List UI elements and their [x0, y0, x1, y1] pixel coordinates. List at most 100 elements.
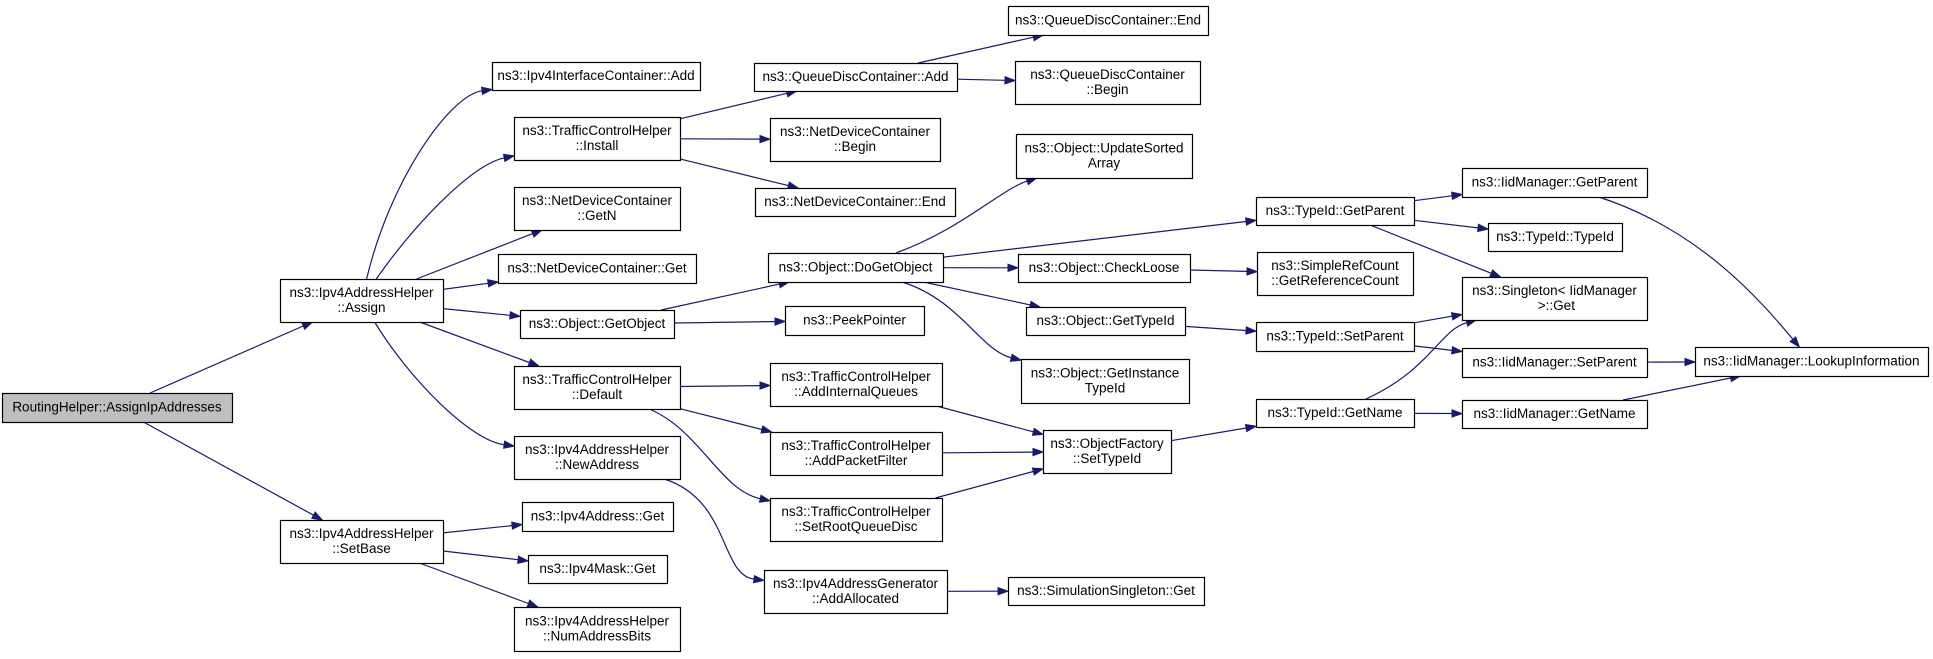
- edge-line: [1413, 219, 1479, 229]
- edge-line: [917, 36, 1034, 64]
- node-typeid-getname[interactable]: ns3::TypeId::GetName: [1255, 398, 1416, 429]
- node-label: ns3::IidManager::GetName: [1473, 406, 1635, 421]
- edge-tch_addpacketfilter-to-objfactory_settypeid: [941, 447, 1045, 457]
- node-label: ::NewAddress: [555, 457, 639, 472]
- node-simplerefcount-getrefcount[interactable]: ns3::SimpleRefCount::GetReferenceCount: [1256, 251, 1415, 297]
- edge-line: [673, 321, 776, 324]
- node-iidm-getname[interactable]: ns3::IidManager::GetName: [1461, 399, 1649, 430]
- node-label: ns3::TypeId::GetName: [1267, 405, 1402, 420]
- node-tch-setrootqueuedisc[interactable]: ns3::TrafficControlHelper::SetRootQueueD…: [769, 497, 944, 543]
- edge-line: [375, 157, 505, 280]
- node-label: ns3::TypeId::TypeId: [1496, 229, 1614, 244]
- node-typeid-typeid[interactable]: ns3::TypeId::TypeId: [1487, 222, 1624, 253]
- edge-line: [679, 385, 761, 388]
- node-ipv4ah-newaddress[interactable]: ns3::Ipv4AddressHelper::NewAddress: [513, 435, 682, 481]
- edge-typeid_setparent-to-iidm_setparent: [1413, 345, 1464, 355]
- node-label: ns3::NetDeviceContainer::End: [764, 194, 946, 209]
- node-typeid-getparent[interactable]: ns3::TypeId::GetParent: [1255, 196, 1416, 227]
- edge-arrowhead: [1451, 191, 1464, 201]
- node-singleton-get[interactable]: ns3::Singleton< IidManager >::Get: [1461, 276, 1649, 322]
- node-tch-addinternalqueues[interactable]: ns3::TrafficControlHelper::AddInternalQu…: [769, 362, 944, 408]
- edge-arrowhead: [1245, 326, 1258, 335]
- edge-typeid_getparent-to-typeid_typeid: [1413, 219, 1490, 233]
- node-label: ns3::Ipv4Mask::Get: [539, 561, 656, 576]
- node-objfactory-settypeid[interactable]: ns3::ObjectFactory::SetTypeId: [1042, 429, 1173, 475]
- edge-line: [664, 478, 755, 580]
- node-label: >::Get: [1534, 298, 1575, 313]
- node-label: ns3::NetDeviceContainer::Get: [507, 261, 687, 276]
- node-ndc-get[interactable]: ns3::NetDeviceContainer::Get: [497, 253, 698, 285]
- edge-tch_install-to-ndc_end: [679, 158, 800, 190]
- node-routing[interactable]: RoutingHelper::AssignIpAddresses: [1, 392, 234, 424]
- edge-ipv4ah_newaddress-to-ipv4ag_addallocated: [664, 478, 766, 584]
- node-box: [1461, 347, 1649, 379]
- node-ipv4ah-assign[interactable]: ns3::Ipv4AddressHelper::Assign: [279, 278, 445, 324]
- node-iidm-setparent[interactable]: ns3::IidManager::SetParent: [1461, 347, 1649, 379]
- node-qdc-end[interactable]: ns3::QueueDiscContainer::End: [1007, 5, 1210, 37]
- node-label: ns3::Object::CheckLoose: [1029, 260, 1180, 275]
- node-box: [753, 62, 959, 93]
- node-ipv4ah-numaddressbits[interactable]: ns3::Ipv4AddressHelper::NumAddressBits: [513, 606, 682, 653]
- node-qdc-begin[interactable]: ns3::QueueDiscContainer::Begin: [1014, 60, 1202, 106]
- node-label: ::GetN: [577, 208, 616, 223]
- node-box: [1007, 576, 1206, 607]
- node-peekpointer[interactable]: ns3::PeekPointer: [784, 305, 926, 337]
- node-ipv4ag-addallocated[interactable]: ns3::Ipv4AddressGenerator::AddAllocated: [763, 569, 949, 615]
- edge-arrowhead: [758, 494, 772, 503]
- node-obj-dogetobject[interactable]: ns3::Object::DoGetObject: [767, 252, 945, 284]
- edge-line: [1369, 224, 1492, 274]
- node-ndc-getn[interactable]: ns3::NetDeviceContainer::GetN: [513, 186, 682, 232]
- node-box: [769, 362, 944, 408]
- node-label: ns3::TypeId::SetParent: [1266, 329, 1404, 344]
- node-label: ns3::SimulationSingleton::Get: [1017, 583, 1195, 598]
- node-ipv4addr-get[interactable]: ns3::Ipv4Address::Get: [521, 501, 675, 533]
- edge-obj_dogetobject-to-obj_updatesortedarray: [895, 177, 1039, 254]
- node-label: Array: [1088, 156, 1121, 171]
- node-label: ns3::Ipv4InterfaceContainer::Add: [497, 68, 694, 83]
- node-obj-checkloose[interactable]: ns3::Object::CheckLoose: [1017, 253, 1192, 284]
- node-iidm-lookupinformation[interactable]: ns3::IidManager::LookupInformation: [1694, 346, 1930, 378]
- node-iidm-getparent[interactable]: ns3::IidManager::GetParent: [1461, 167, 1649, 199]
- node-qdc-add[interactable]: ns3::QueueDiscContainer::Add: [753, 62, 959, 93]
- node-label: ns3::Ipv4AddressHelper: [289, 285, 434, 300]
- edge-line: [442, 282, 489, 290]
- node-tch-install[interactable]: ns3::TrafficControlHelper::Install: [513, 116, 682, 162]
- edge-tch_default-to-tch_setrootqueuedisc: [648, 408, 772, 503]
- edge-arrowhead: [1032, 447, 1045, 457]
- node-ipv4ah-setbase[interactable]: ns3::Ipv4AddressHelper::SetBase: [279, 519, 445, 565]
- edge-arrowhead: [481, 86, 494, 96]
- node-tch-addpacketfilter[interactable]: ns3::TrafficControlHelper::AddPacketFilt…: [769, 431, 944, 477]
- node-label: ::NumAddressBits: [543, 629, 651, 644]
- node-ndc-end[interactable]: ns3::NetDeviceContainer::End: [754, 187, 957, 218]
- node-ndc-begin[interactable]: ns3::NetDeviceContainer::Begin: [769, 117, 942, 163]
- edge-tch_setrootqueuedisc-to-objfactory_settypeid: [935, 467, 1045, 499]
- edge-line: [442, 525, 513, 534]
- node-tch-default[interactable]: ns3::TrafficControlHelper::Default: [513, 365, 682, 411]
- edge-arrowhead: [1004, 75, 1017, 85]
- node-simsingleton-get[interactable]: ns3::SimulationSingleton::Get: [1007, 576, 1206, 607]
- edge-obj_dogetobject-to-typeid_getparent: [942, 217, 1258, 258]
- edge-obj_dogetobject-to-obj_checkloose: [942, 263, 1020, 273]
- node-typeid-setparent[interactable]: ns3::TypeId::SetParent: [1255, 321, 1416, 353]
- edge-obj_dogetobject-to-obj_getinstancetypeid: [901, 281, 1023, 362]
- edge-tch_addinternalqueues-to-objfactory_settypeid: [936, 405, 1045, 436]
- node-box: [279, 519, 445, 565]
- node-label: ns3::Ipv4AddressHelper: [525, 442, 670, 457]
- node-obj-getobject[interactable]: ns3::Object::GetObject: [519, 309, 676, 340]
- node-label: ::SetTypeId: [1073, 451, 1141, 466]
- node-box: [513, 606, 682, 653]
- edge-ipv4ah_setbase-to-ipv4addr_get: [442, 521, 524, 534]
- node-obj-gettypeid[interactable]: ns3::Object::GetTypeId: [1025, 306, 1187, 337]
- edge-line: [374, 321, 505, 446]
- edge-typeid_getparent-to-singleton_get: [1369, 224, 1502, 278]
- edge-line: [935, 470, 1034, 499]
- node-label: ns3::TrafficControlHelper: [522, 123, 672, 138]
- node-ipv4ic-add[interactable]: ns3::Ipv4InterfaceContainer::Add: [491, 61, 702, 92]
- node-ipv4mask-get[interactable]: ns3::Ipv4Mask::Get: [527, 554, 669, 585]
- node-label: ns3::TrafficControlHelper: [781, 438, 931, 453]
- edge-ipv4ah_assign-to-ipv4ic_add: [366, 86, 494, 280]
- node-box: [1042, 429, 1173, 475]
- edge-line: [419, 321, 530, 364]
